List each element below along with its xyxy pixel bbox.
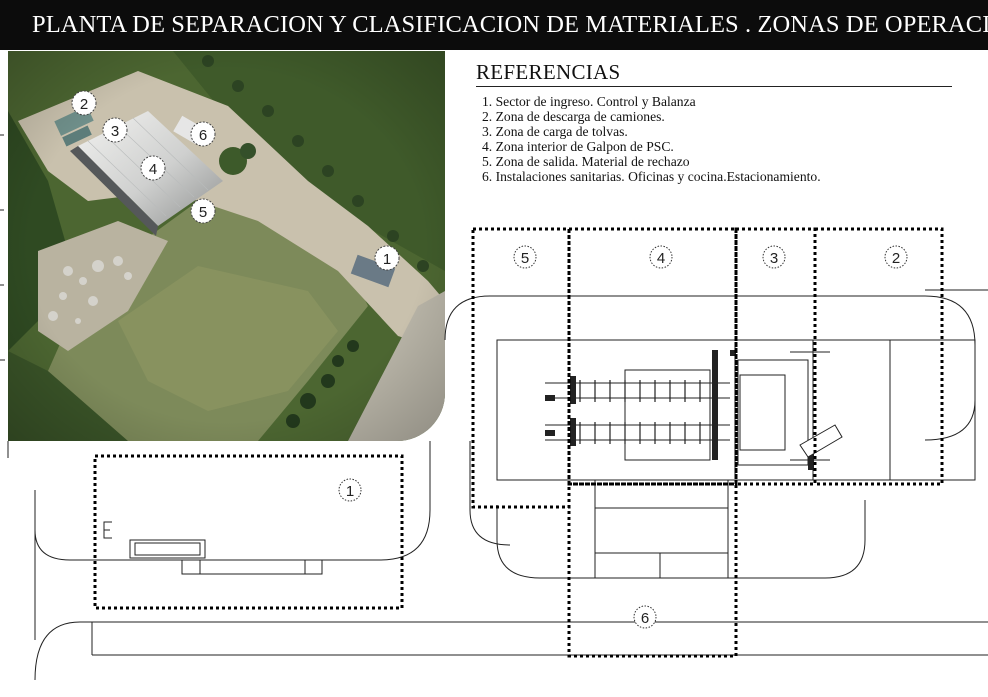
- svg-text:4: 4: [149, 161, 157, 178]
- reference-item: 4. Zona interior de Galpon de PSC.: [482, 139, 674, 154]
- svg-text:5: 5: [521, 250, 529, 267]
- reference-item: 2. Zona de descarga de camiones.: [482, 109, 665, 124]
- svg-text:5: 5: [199, 204, 207, 221]
- svg-text:3: 3: [111, 123, 119, 140]
- reference-item: 1. Sector de ingreso. Control y Balanza: [482, 94, 696, 109]
- references-divider: [476, 86, 952, 87]
- zone-1-outline: [93, 454, 404, 610]
- svg-text:1: 1: [383, 251, 391, 268]
- svg-text:6: 6: [199, 127, 207, 144]
- plan-zone-label-2: 2: [884, 245, 908, 269]
- zone-4-outline: [567, 227, 738, 486]
- plan-zone-label-1: 1: [338, 478, 362, 502]
- aerial-marker-4: 4: [140, 155, 166, 181]
- svg-text:3: 3: [770, 250, 778, 267]
- aerial-marker-5: 5: [190, 198, 216, 224]
- svg-text:6: 6: [641, 610, 649, 627]
- zone-6-outline: [567, 482, 738, 658]
- svg-text:2: 2: [80, 96, 88, 113]
- plan-zone-label-4: 4: [649, 245, 673, 269]
- conveyor-ticks: [579, 380, 701, 444]
- title-bar: PLANTA DE SEPARACION Y CLASIFICACION DE …: [0, 0, 988, 50]
- plan-zone-label-6: 6: [633, 605, 657, 629]
- truck-shape: [799, 424, 843, 458]
- svg-text:2: 2: [892, 250, 900, 267]
- svg-text:1: 1: [346, 483, 354, 500]
- aerial-marker-6: 6: [190, 121, 216, 147]
- plan-zone-label-5: 5: [513, 245, 537, 269]
- conveyor-hatch: [545, 350, 814, 470]
- aerial-marker-1: 1: [374, 245, 400, 271]
- aerial-marker-3: 3: [102, 117, 128, 143]
- aerial-photo: [8, 51, 445, 441]
- reference-item: 5. Zona de salida. Material de rechazo: [482, 154, 690, 169]
- zone-5-outline: [471, 227, 571, 509]
- page-title: PLANTA DE SEPARACION Y CLASIFICACION DE …: [32, 11, 988, 38]
- aerial-photo-drawing: [8, 51, 445, 441]
- reference-item: 3. Zona de carga de tolvas.: [482, 124, 628, 139]
- svg-text:4: 4: [657, 250, 665, 267]
- reference-item: 6. Instalaciones sanitarias. Oficinas y …: [482, 169, 821, 184]
- zone-outlines: [93, 227, 944, 658]
- references-list: 1. Sector de ingreso. Control y Balanza …: [482, 94, 952, 184]
- plan-zone-label-3: 3: [762, 245, 786, 269]
- references-panel: REFERENCIAS 1. Sector de ingreso. Contro…: [476, 60, 952, 184]
- aerial-marker-2: 2: [71, 90, 97, 116]
- cad-linework: [0, 134, 988, 681]
- zone-2-outline: [813, 227, 944, 486]
- references-heading: REFERENCIAS: [476, 60, 621, 84]
